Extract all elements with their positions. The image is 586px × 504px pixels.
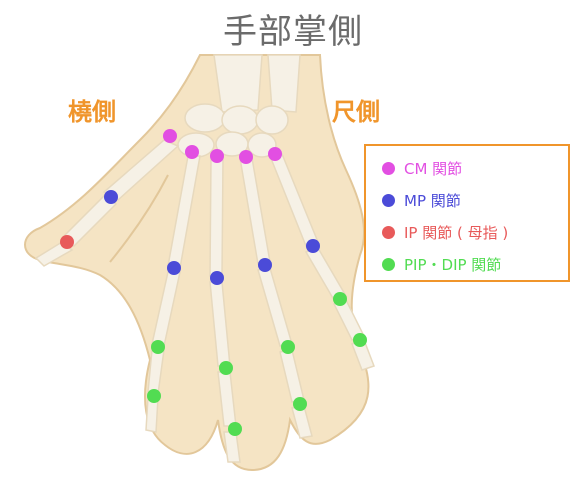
- pip-joint-dot: [219, 361, 233, 375]
- dip-joint-dot: [147, 389, 161, 403]
- ip-joint-dot: [60, 235, 74, 249]
- ulna-bone: [267, 54, 301, 113]
- diagram-title: 手部掌側: [223, 12, 363, 52]
- legend-item-cm: CM 関節: [382, 158, 462, 178]
- middle-metacarpal: [209, 157, 224, 277]
- legend-item-mp: MP 関節: [382, 190, 461, 210]
- radius-bone: [213, 54, 263, 113]
- cm-joint-dot: [163, 129, 177, 143]
- legend-label: PIP・DIP 関節: [404, 255, 502, 274]
- legend-dot: [382, 161, 395, 175]
- mp-joint-dot: [167, 261, 181, 275]
- carpal-bone: [255, 105, 289, 135]
- pip-joint-dot: [281, 340, 295, 354]
- dip-joint-dot: [353, 333, 367, 347]
- mp-joint-dot: [258, 258, 272, 272]
- mp-joint-dot: [210, 271, 224, 285]
- cm-joint-dot: [268, 147, 282, 161]
- cm-joint-dot: [185, 145, 199, 159]
- carpal-bone: [221, 105, 259, 135]
- ulnar-side-label: 尺側: [332, 98, 380, 126]
- legend-dot: [382, 257, 395, 271]
- legend-dot: [382, 193, 395, 207]
- mp-joint-dot: [306, 239, 320, 253]
- thumb-metacarpal: [102, 139, 180, 201]
- dip-joint-dot: [228, 422, 242, 436]
- cm-joint-dot: [210, 149, 224, 163]
- legend-label: CM 関節: [404, 159, 463, 178]
- mp-joint-dot: [104, 190, 118, 204]
- legend-item-ip: IP 関節 ( 母指 ): [382, 222, 508, 242]
- pip-joint-dot: [151, 340, 165, 354]
- cm-joint-dot: [239, 150, 253, 164]
- legend-label: MP 関節: [404, 191, 461, 210]
- legend: CM 関節 MP 関節 IP 関節 ( 母指 ) PIP・DIP 関節: [364, 144, 570, 282]
- carpal-bone: [184, 103, 226, 133]
- joints: [60, 129, 367, 436]
- legend-item-pip-dip: PIP・DIP 関節: [382, 254, 501, 274]
- legend-label: IP 関節 ( 母指 ): [404, 223, 509, 242]
- radial-side-label: 橈側: [68, 98, 116, 126]
- index-distal-phalanx: [145, 397, 159, 433]
- dip-joint-dot: [293, 397, 307, 411]
- pip-joint-dot: [333, 292, 347, 306]
- legend-dot: [382, 225, 395, 239]
